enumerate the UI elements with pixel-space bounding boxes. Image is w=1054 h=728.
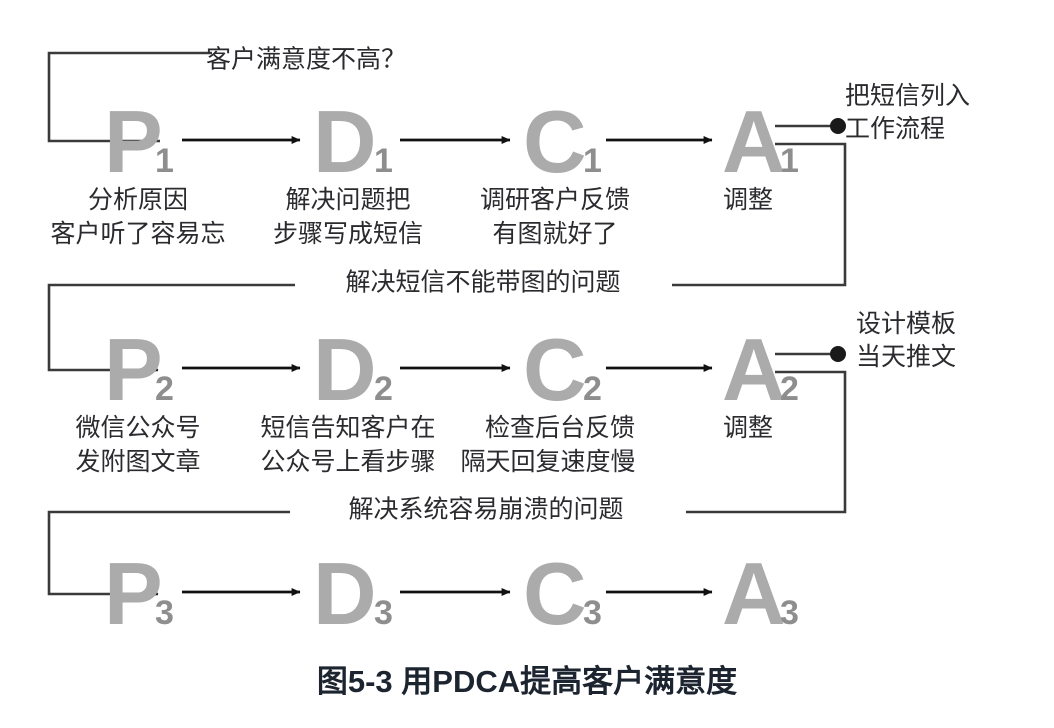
annotation-1-line2: 工作流程 [845, 115, 945, 143]
stage-letter-d2: D [313, 320, 377, 419]
annotation-1-dot [830, 118, 846, 134]
cycle-1-row: P 1 D 1 C 1 A 1 分析原因 客户听了容易忘 解决问题把 步骤写成短… [50, 92, 798, 248]
stage-letter-d1: D [313, 92, 377, 191]
stage-letter-p1: P [104, 92, 163, 191]
stage-letter-d3: D [313, 544, 377, 643]
stage-subscript-d1: 1 [374, 142, 393, 180]
caption-a2-line1: 调整 [723, 414, 773, 442]
stage-letter-p2: P [104, 320, 163, 419]
stage-letter-c3: C [523, 544, 587, 643]
caption-c1-line2: 有图就好了 [492, 220, 617, 248]
stage-subscript-c3: 3 [583, 594, 602, 632]
stage-letter-c1: C [523, 92, 587, 191]
caption-d2-line2: 公众号上看步骤 [260, 448, 435, 476]
stage-subscript-p3: 3 [155, 594, 174, 632]
stage-letter-p3: P [104, 544, 163, 643]
stage-letter-c2: C [523, 320, 587, 419]
caption-c2-line2: 隔天回复速度慢 [460, 448, 635, 476]
caption-d2-line1: 短信告知客户在 [260, 414, 435, 442]
figure-title: 图5-3 用PDCA提高客户满意度 [317, 664, 737, 699]
top-trigger-connector [47, 51, 212, 143]
caption-d1-line2: 步骤写成短信 [273, 220, 423, 248]
cycle-3-row: P 3 D 3 C 3 A 3 [104, 544, 799, 643]
annotation-2-line1: 设计模板 [856, 310, 956, 338]
annotation-1-leader [775, 118, 846, 134]
stage-subscript-d3: 3 [374, 594, 393, 632]
caption-c2-line1: 检查后台反馈 [485, 414, 635, 442]
top-trigger-label: 客户满意度不高？ [206, 46, 406, 74]
caption-p2-line2: 发附图文章 [75, 448, 200, 476]
caption-p1-line2: 客户听了容易忘 [50, 220, 225, 248]
stage-subscript-a1: 1 [780, 142, 799, 180]
stage-letter-a3: A [722, 544, 786, 643]
caption-c1-line1: 调研客户反馈 [480, 186, 630, 214]
annotation-1-line1: 把短信列入 [845, 82, 970, 110]
caption-p1-line1: 分析原因 [88, 186, 188, 214]
stage-subscript-p1: 1 [155, 142, 174, 180]
loop-label-1-to-2: 解决短信不能带图的问题 [345, 269, 620, 297]
caption-d1-line1: 解决问题把 [285, 186, 410, 214]
stage-letter-a1: A [722, 92, 786, 191]
loop-label-2-to-3: 解决系统容易崩溃的问题 [348, 496, 623, 524]
caption-a1-line1: 调整 [723, 186, 773, 214]
cycle-2-row: P 2 D 2 C 2 A 2 微信公众号 发附图文章 短信告知客户在 公众号上… [75, 320, 798, 476]
stage-subscript-d2: 2 [374, 370, 393, 408]
loop-connector-1-to-2 [47, 142, 847, 374]
stage-subscript-c1: 1 [583, 142, 602, 180]
stage-letter-a2: A [722, 320, 786, 419]
annotation-2-dot [830, 346, 846, 362]
annotation-2-line2: 当天推文 [856, 343, 956, 371]
loop-connector-2-to-3 [47, 370, 847, 598]
stage-subscript-a3: 3 [780, 594, 799, 632]
annotation-2-leader [775, 346, 846, 362]
stage-subscript-c2: 2 [583, 370, 602, 408]
caption-p2-line1: 微信公众号 [75, 414, 200, 442]
stage-subscript-p2: 2 [155, 370, 174, 408]
stage-subscript-a2: 2 [780, 370, 799, 408]
